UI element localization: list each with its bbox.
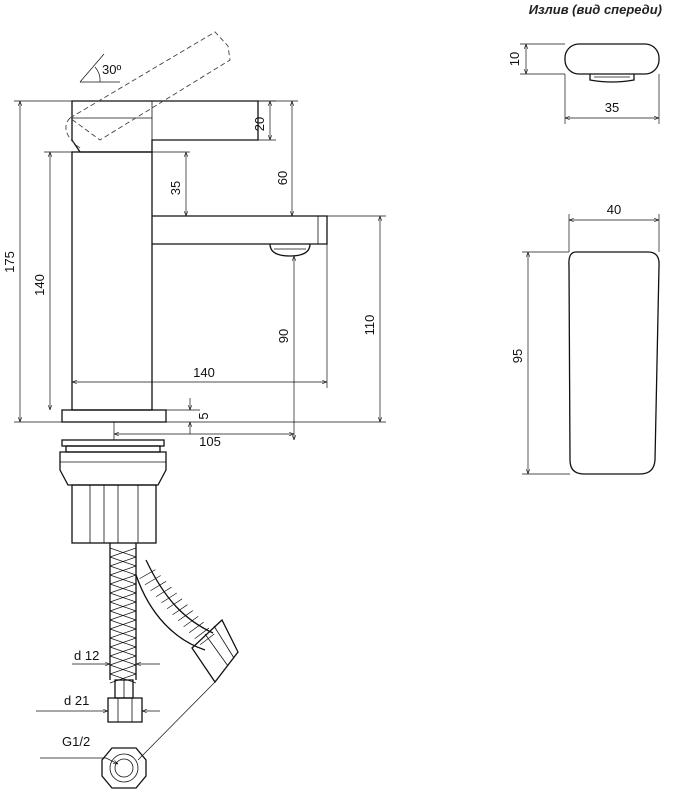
dim-140-vertical: 140	[32, 274, 47, 296]
braided-hoses	[101, 543, 239, 789]
dim-95: 95	[510, 349, 525, 363]
dim-35-side: 35	[168, 181, 183, 195]
dim-140-horizontal: 140	[193, 365, 215, 380]
dim-5: 5	[196, 412, 211, 419]
faucet-side-view	[61, 31, 328, 423]
dimensions: 175 140 35 20 60 30º 110 90 14	[2, 53, 386, 764]
spout-front-view-title: Излив (вид спереди)	[529, 2, 662, 17]
dim-110: 110	[362, 315, 377, 336]
dim-90: 90	[276, 329, 291, 343]
dim-40: 40	[607, 202, 621, 217]
handle-front-view: 40 95	[510, 202, 660, 475]
dim-60: 60	[275, 171, 290, 185]
dim-angle-30: 30º	[102, 62, 121, 77]
dim-35-top: 35	[605, 100, 619, 115]
dim-10: 10	[507, 52, 522, 66]
dim-d12: d 12	[74, 648, 99, 663]
dim-g12: G1/2	[62, 734, 90, 749]
dim-105: 105	[199, 434, 221, 449]
spout-front-view-small: 10 35	[507, 43, 660, 124]
mounting-assembly	[59, 439, 167, 544]
dim-20: 20	[252, 117, 267, 131]
dim-d21: d 21	[64, 693, 89, 708]
dim-175: 175	[2, 251, 17, 273]
